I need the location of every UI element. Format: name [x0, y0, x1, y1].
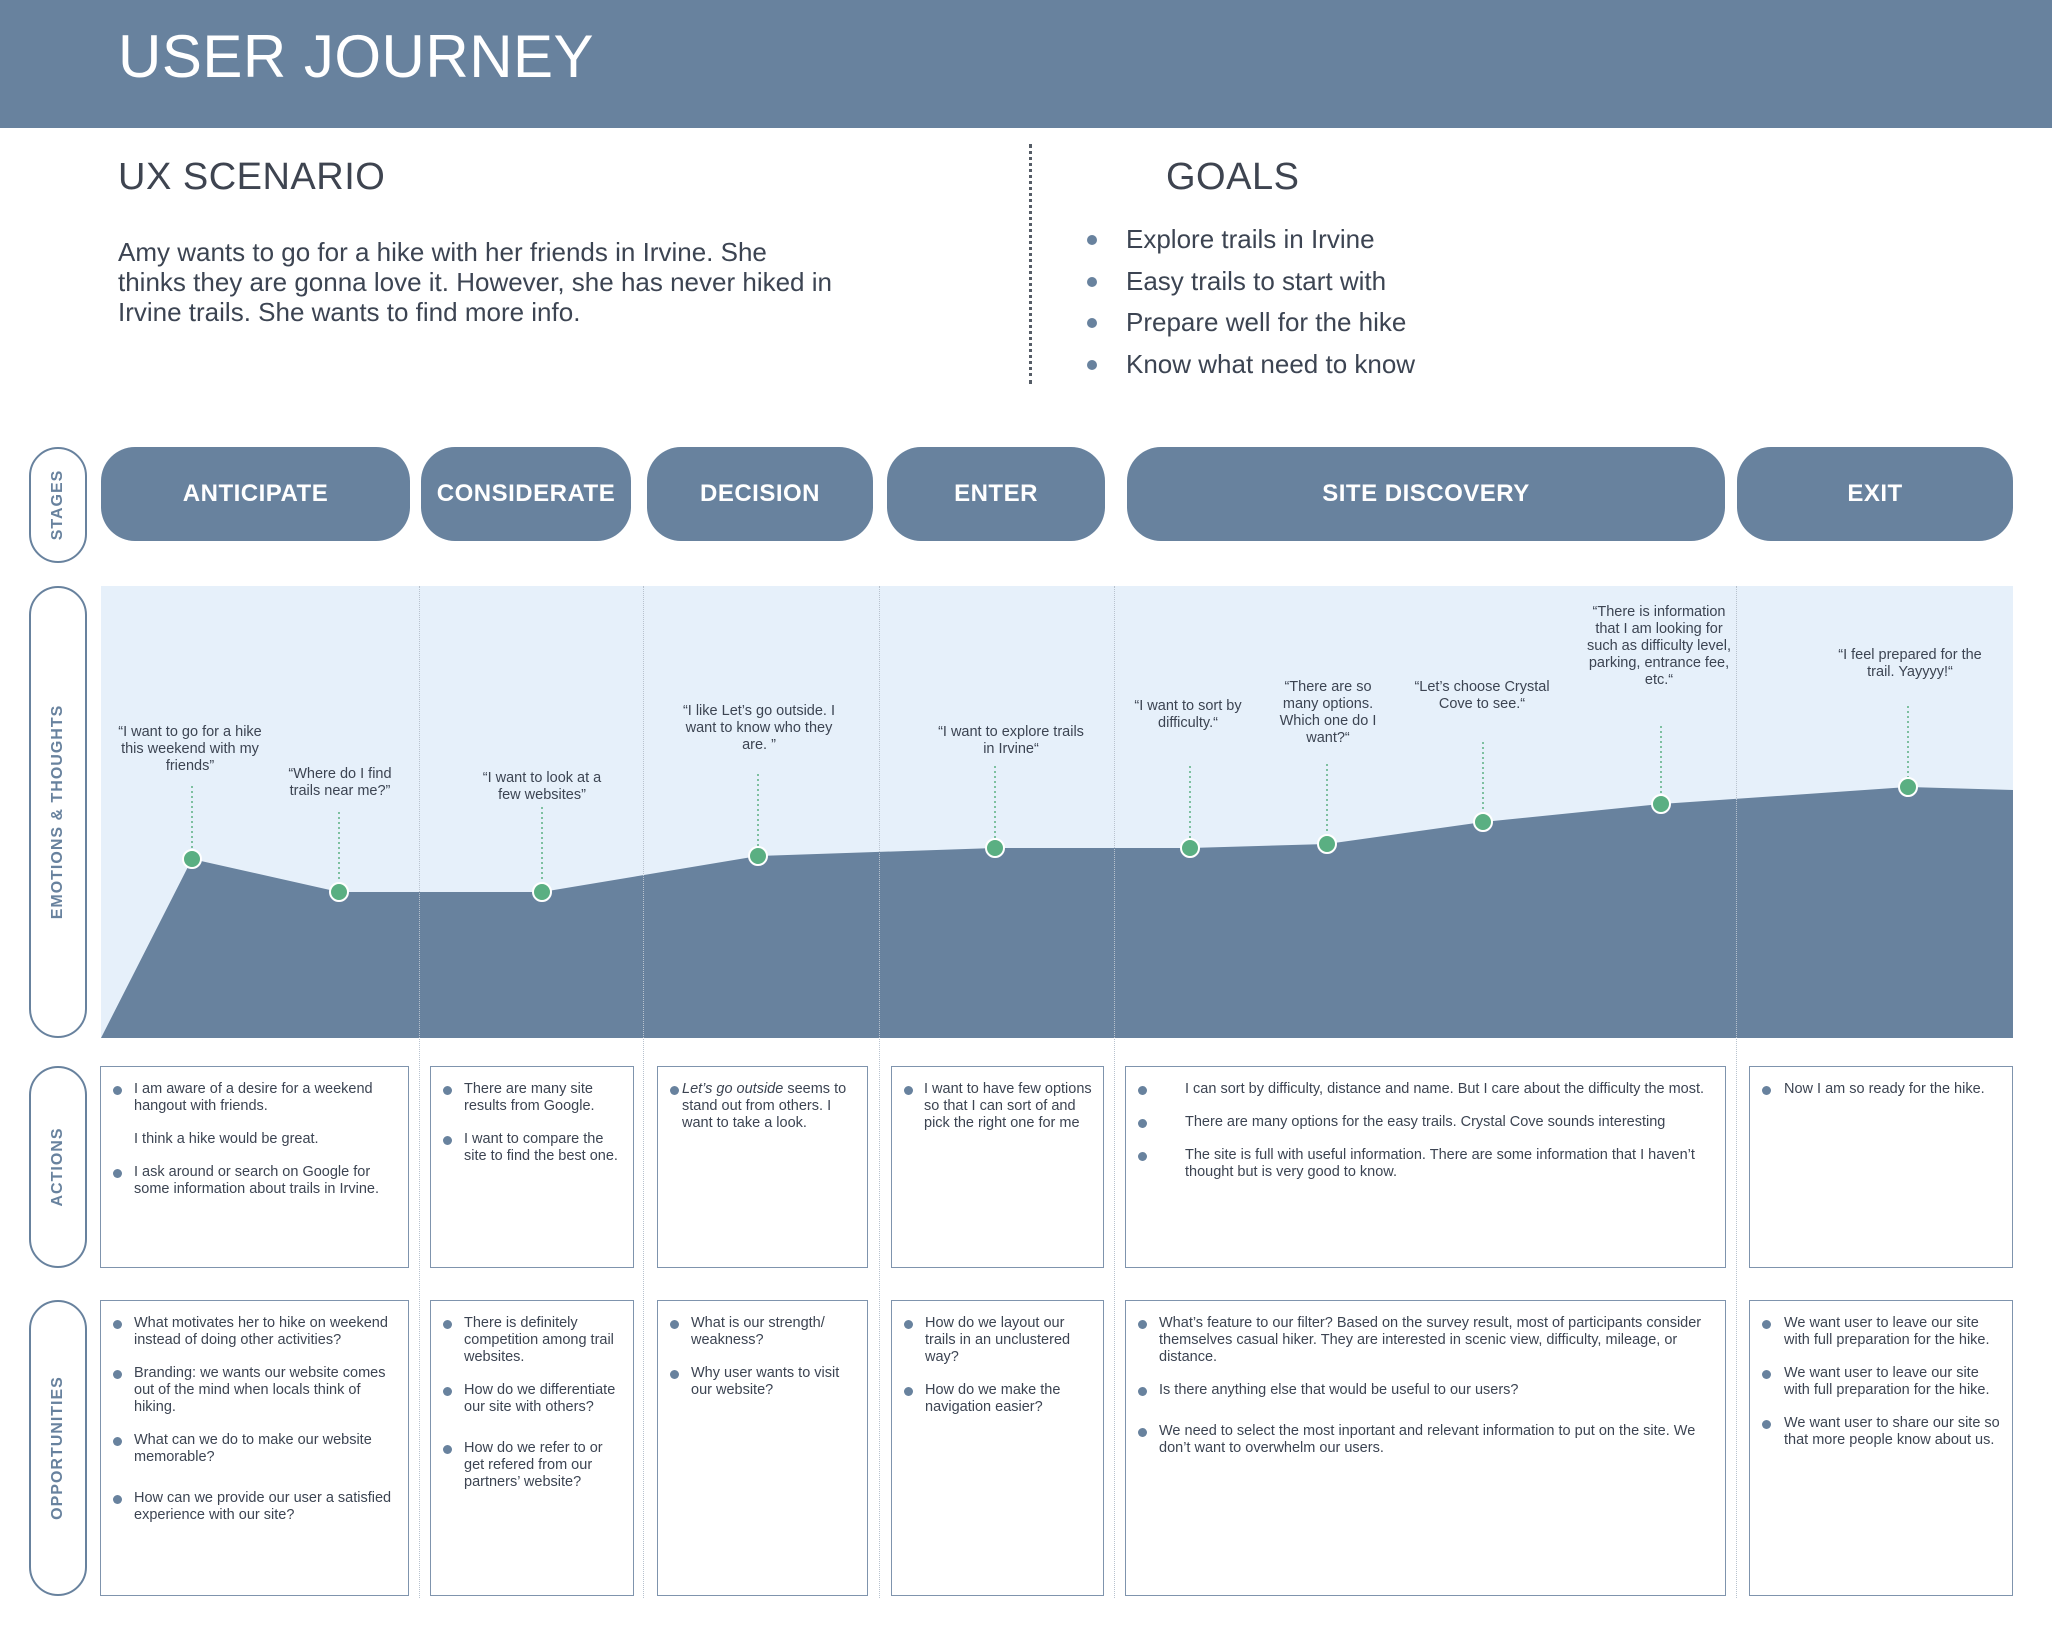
action-item: Let’s go outside seems to stand out from… — [658, 1081, 857, 1132]
decision-emphasis: Let’s go outside — [682, 1081, 784, 1097]
opportunity-item: We want user to leave our site with full… — [1750, 1315, 2002, 1349]
stage-anticipate: ANTICIPATE — [101, 447, 410, 541]
column-separator — [643, 586, 644, 1598]
action-item: I am aware of a desire for a weekend han… — [101, 1081, 398, 1115]
emotion-point — [532, 882, 552, 902]
opportunity-item: What motivates her to hike on weekend in… — [101, 1315, 398, 1349]
row-label-opportunities: OPPORTUNITIES — [29, 1300, 87, 1596]
emotion-point — [1317, 834, 1337, 854]
opportunities-box-enter: How do we layout our trails in an unclus… — [891, 1300, 1104, 1596]
stage-decision: DECISION — [647, 447, 873, 541]
thought-quote: “I want to explore trails in Irvine“ — [938, 724, 1084, 757]
goals-title: GOALS — [1166, 156, 1300, 198]
thought-quote: “I want to look at a few websites” — [482, 770, 602, 803]
row-label-emotions-text: EMOTIONS & THOUGHTS — [49, 704, 66, 920]
section-divider — [1029, 144, 1032, 384]
opportunity-item: What can we do to make our website memor… — [101, 1432, 398, 1466]
thought-quote: “There are so many options. Which one do… — [1279, 679, 1377, 746]
action-item: There are many site results from Google. — [431, 1081, 623, 1115]
row-label-stages-text: STAGES — [49, 469, 66, 541]
opportunity-item: How do we refer to or get refered from o… — [431, 1440, 623, 1491]
emotion-points — [182, 777, 1918, 902]
goal-item: Prepare well for the hike — [1086, 307, 1415, 349]
goals-list: Explore trails in Irvine Easy trails to … — [1086, 224, 1415, 391]
header-banner — [0, 0, 2052, 128]
emotion-point — [329, 882, 349, 902]
emotion-point — [1651, 794, 1671, 814]
opportunities-box-decision: What is our strength/ weakness? Why user… — [657, 1300, 868, 1596]
row-label-actions: ACTIONS — [29, 1066, 87, 1268]
opportunity-item: Why user wants to visit our website? — [658, 1365, 857, 1399]
emotion-point — [1898, 777, 1918, 797]
opportunity-item: What’s feature to our filter? Based on t… — [1126, 1315, 1715, 1366]
opportunity-item: Is there anything else that would be use… — [1126, 1382, 1715, 1399]
stage-site-discovery: SITE DISCOVERY — [1127, 447, 1725, 541]
opportunity-item: Branding: we wants our website comes out… — [101, 1365, 398, 1416]
action-item: I ask around or search on Google for som… — [101, 1164, 398, 1198]
emotion-point — [1473, 812, 1493, 832]
opportunity-item: We want user to leave our site with full… — [1750, 1365, 2002, 1399]
emotion-point — [748, 846, 768, 866]
opportunities-box-anticipate: What motivates her to hike on weekend in… — [100, 1300, 409, 1596]
emotion-point — [182, 849, 202, 869]
action-item: I can sort by difficulty, distance and n… — [1126, 1081, 1715, 1098]
actions-box-decision: Let’s go outside seems to stand out from… — [657, 1066, 868, 1268]
opportunity-item: We need to select the most inportant and… — [1126, 1423, 1715, 1457]
actions-box-anticipate: I am aware of a desire for a weekend han… — [100, 1066, 409, 1268]
opportunity-item: There is definitely competition among tr… — [431, 1315, 623, 1366]
column-separator — [1736, 586, 1737, 1598]
opportunities-box-considerate: There is definitely competition among tr… — [430, 1300, 634, 1596]
thought-quote: “I want to go for a hike this weekend wi… — [118, 724, 262, 774]
opportunity-item: How do we differentiate our site with ot… — [431, 1382, 623, 1416]
row-label-stages: STAGES — [29, 447, 87, 563]
actions-box-site-discovery: I can sort by difficulty, distance and n… — [1125, 1066, 1726, 1268]
emotion-stems — [191, 706, 1909, 892]
action-item: The site is full with useful information… — [1126, 1147, 1715, 1181]
actions-box-considerate: There are many site results from Google.… — [430, 1066, 634, 1268]
emotion-point — [985, 838, 1005, 858]
stage-exit: EXIT — [1737, 447, 2013, 541]
action-item: I think a hike would be great. — [134, 1131, 319, 1147]
stage-enter: ENTER — [887, 447, 1105, 541]
goal-item: Explore trails in Irvine — [1086, 224, 1415, 266]
action-item: I want to have few options so that I can… — [892, 1081, 1093, 1132]
goal-item: Easy trails to start with — [1086, 266, 1415, 308]
thought-quote: “I feel prepared for the trail. Yayyyy!“ — [1838, 647, 1982, 680]
thought-quote: “I like Let’s go outside. I want to know… — [682, 703, 836, 753]
action-item: There are many options for the easy trai… — [1126, 1114, 1715, 1131]
opportunity-item: How do we layout our trails in an unclus… — [892, 1315, 1093, 1366]
column-separator — [879, 586, 880, 1598]
row-label-opportunities-text: OPPORTUNITIES — [49, 1376, 66, 1520]
thought-quote: “I want to sort by difficulty.“ — [1134, 698, 1242, 731]
opportunity-item: What is our strength/ weakness? — [658, 1315, 857, 1349]
emotion-chart — [101, 706, 2013, 1038]
opportunities-box-site-discovery: What’s feature to our filter? Based on t… — [1125, 1300, 1726, 1596]
thought-quote: “Where do I find trails near me?” — [288, 766, 392, 799]
column-separator — [1114, 586, 1115, 1598]
thought-quote: “There is information that I am looking … — [1587, 604, 1731, 688]
column-separator — [419, 586, 420, 1598]
page-title: USER JOURNEY — [118, 23, 595, 90]
action-item: Now I am so ready for the hike. — [1750, 1081, 2002, 1098]
action-item: I want to compare the site to find the b… — [431, 1131, 623, 1165]
goal-item: Know what need to know — [1086, 349, 1415, 391]
emotion-point — [1180, 838, 1200, 858]
opportunities-box-exit: We want user to leave our site with full… — [1749, 1300, 2013, 1596]
scenario-text: Amy wants to go for a hike with her frie… — [118, 237, 832, 327]
row-label-emotions: EMOTIONS & THOUGHTS — [29, 586, 87, 1038]
decision-rest: seems to stand out from others. I want t… — [682, 1081, 847, 1131]
actions-box-enter: I want to have few options so that I can… — [891, 1066, 1104, 1268]
actions-box-exit: Now I am so ready for the hike. — [1749, 1066, 2013, 1268]
emotion-area-fill — [101, 787, 2013, 1038]
row-label-actions-text: ACTIONS — [49, 1127, 66, 1207]
scenario-title: UX SCENARIO — [118, 156, 386, 198]
opportunity-item: We want user to share our site so that m… — [1750, 1415, 2002, 1449]
opportunity-item: How do we make the navigation easier? — [892, 1382, 1093, 1416]
stage-considerate: CONSIDERATE — [421, 447, 631, 541]
thought-quote: “Let’s choose Crystal Cove to see.“ — [1414, 679, 1550, 712]
opportunity-item: How can we provide our user a satisfied … — [101, 1490, 398, 1524]
